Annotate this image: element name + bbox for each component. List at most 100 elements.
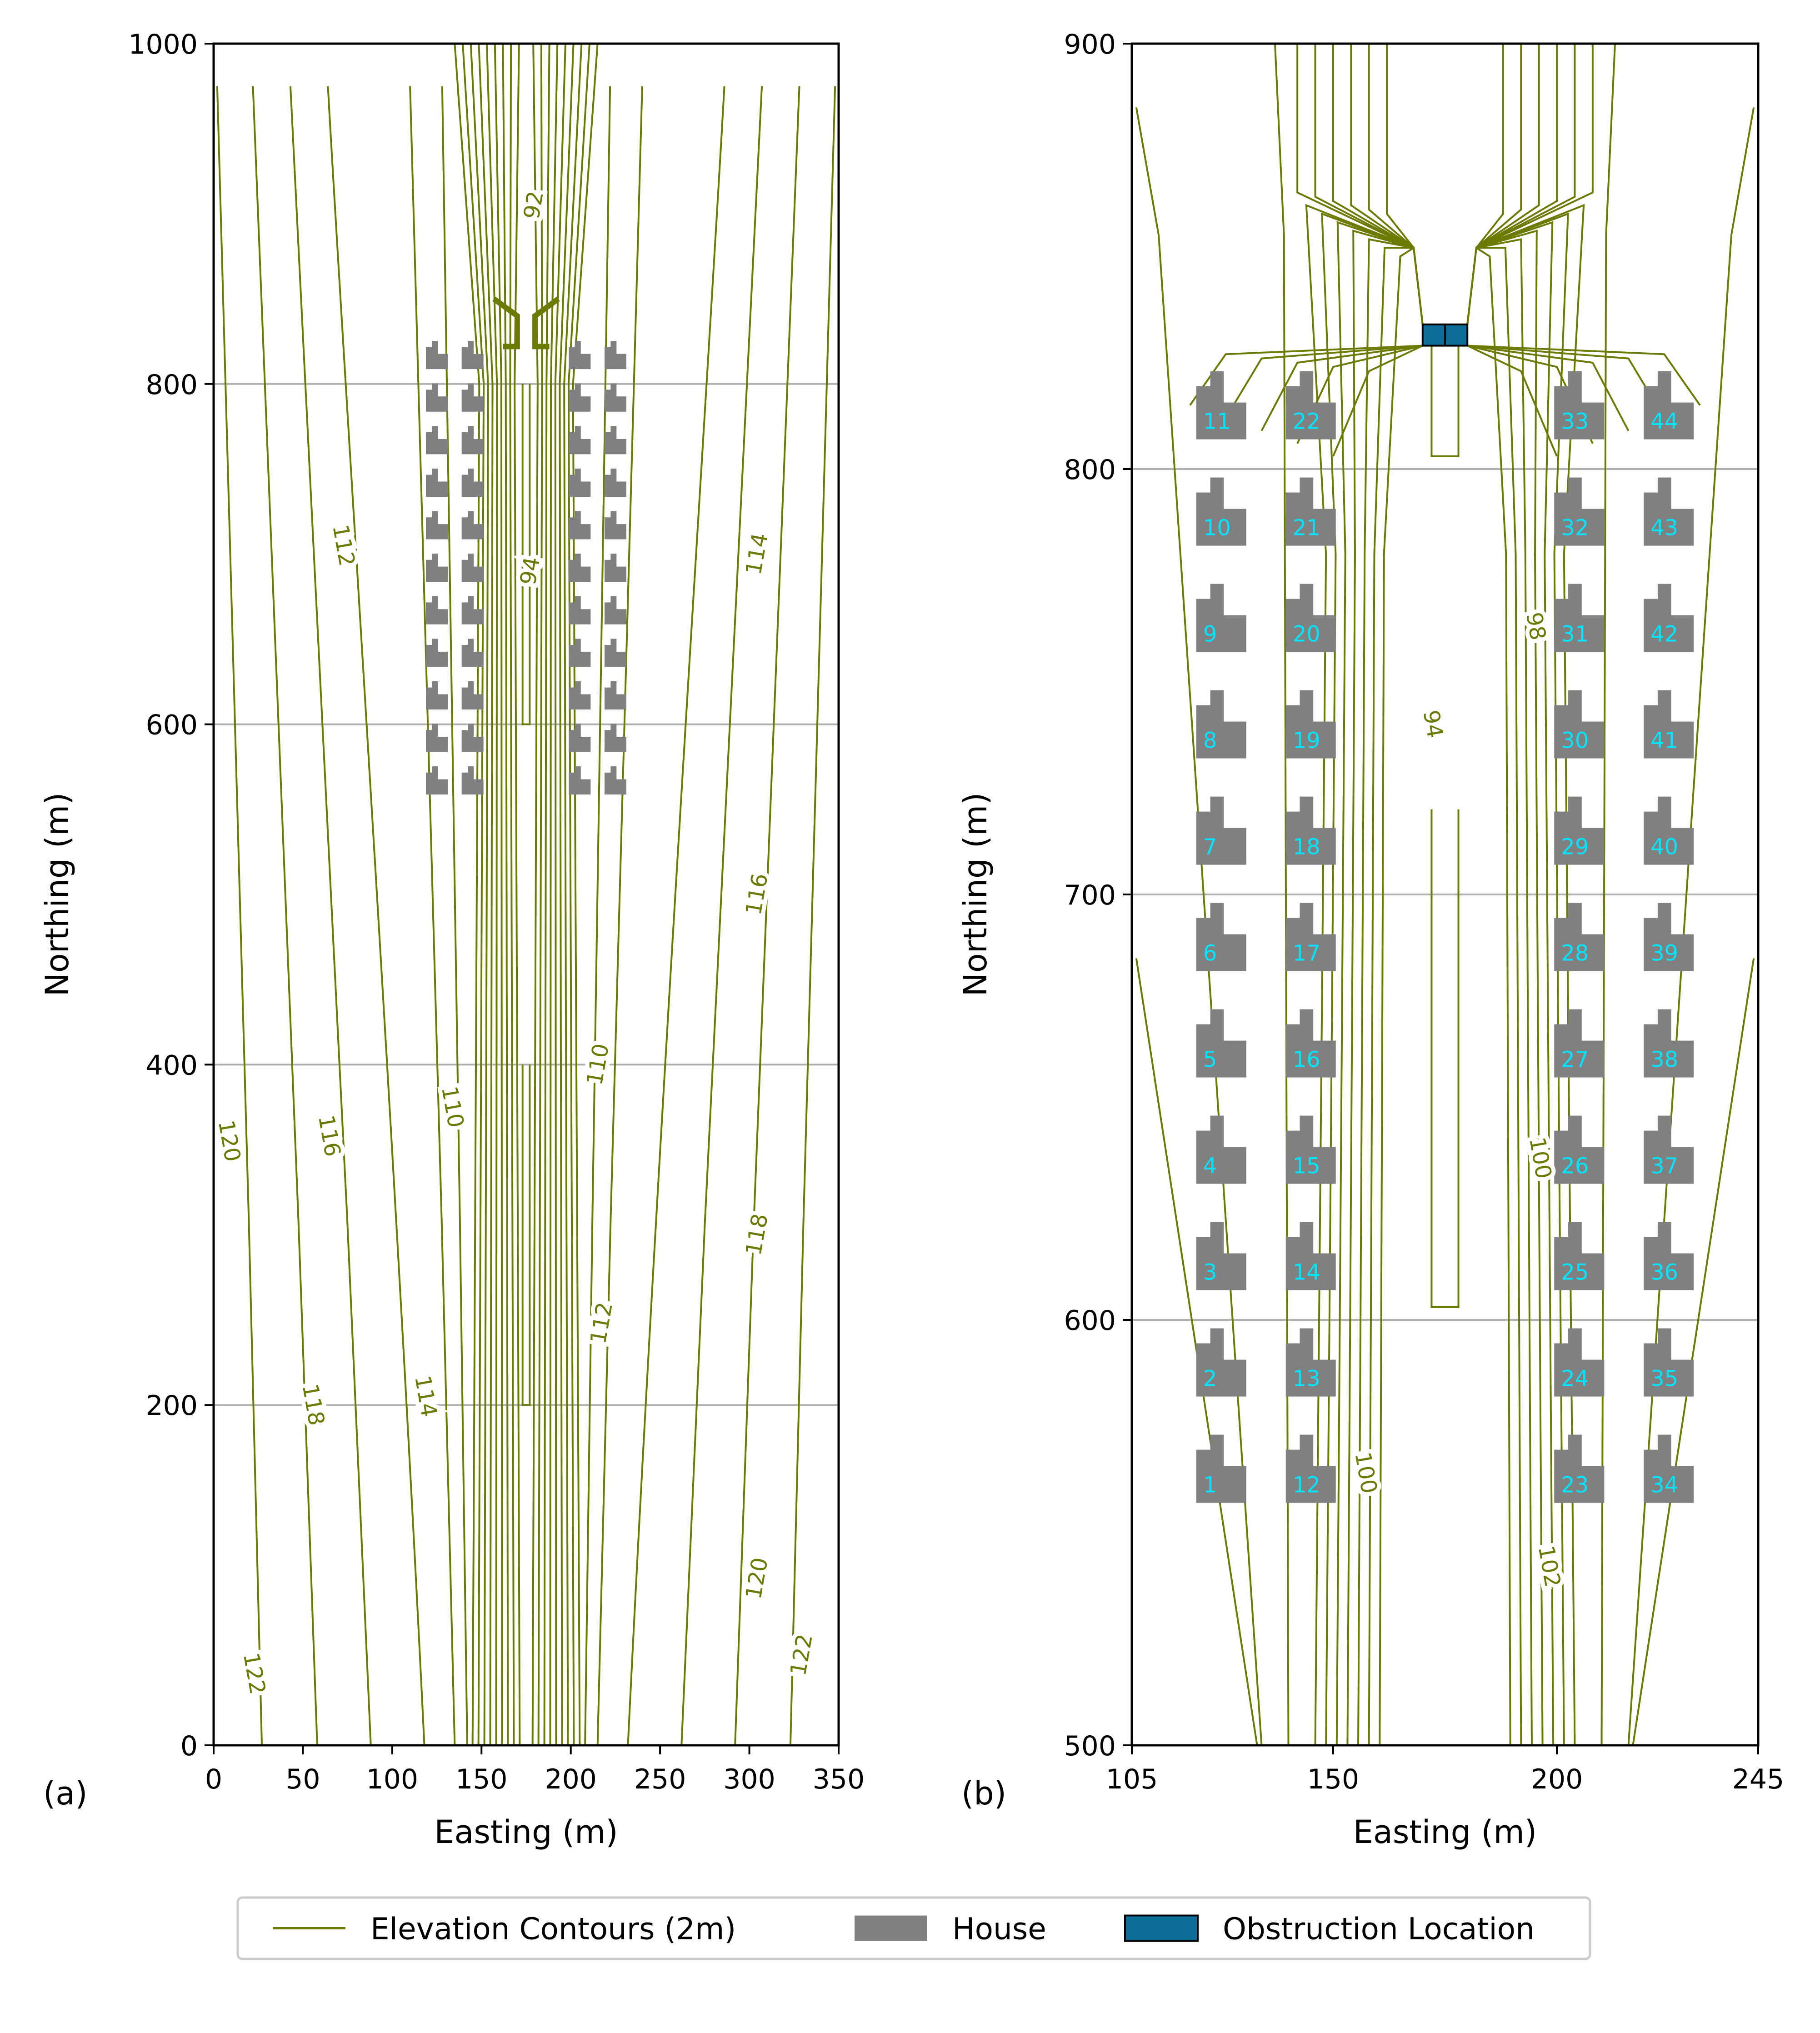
contour-line [289,86,372,1745]
y-tick-label: 200 [145,1390,198,1422]
house-marker [1644,1434,1694,1503]
contour-label: 116 [741,872,773,917]
house-label: 40 [1650,834,1678,860]
house-marker [1554,903,1605,971]
contour-line [1225,345,1423,419]
legend-swatch-obstruction [1124,1914,1199,1942]
contour-label: 118 [741,1212,773,1257]
house-label: 9 [1203,622,1217,647]
house-label: 32 [1561,515,1589,541]
house-label: 12 [1293,1473,1320,1498]
house-marker [1196,371,1246,440]
house-marker [1196,1222,1246,1290]
house-marker [1285,690,1336,759]
contour-line [327,86,425,1745]
plot-area: 1234567891011121314151617181920212223242… [1132,44,1758,1745]
x-tick-label: 100 [366,1763,419,1795]
contour-line [1357,238,1424,1745]
house-marker [1644,1115,1694,1184]
contour-line [734,86,800,1745]
contour-label: 98 [1521,610,1551,642]
y-tick-label: 900 [1064,29,1116,60]
house-marker [1554,1328,1605,1397]
house-label: 29 [1561,834,1589,860]
contour-line [549,44,559,1745]
house-marker [1285,371,1336,440]
contour-label: 102 [1533,1543,1565,1589]
house-marker [426,681,448,709]
house-marker [1196,477,1246,546]
contour-line [1466,247,1522,1745]
house-marker [604,468,626,497]
house-marker [1196,1434,1246,1503]
x-tick-label: 250 [634,1763,686,1795]
house-label: 35 [1650,1366,1678,1392]
y-axis-label: Northing (m) [957,792,994,996]
house-marker [426,426,448,455]
contour-line [1430,345,1460,457]
house-marker [426,596,448,624]
house-label: 30 [1561,728,1589,754]
house-marker [1554,584,1605,652]
house-marker [1285,1328,1336,1397]
house-marker [1644,584,1694,652]
contour-line [1476,44,1594,249]
house-marker [1285,1009,1336,1078]
contour-label: 120 [741,1556,773,1601]
house-marker [1644,477,1694,546]
x-tick-label: 150 [1307,1763,1360,1795]
contour-line [531,44,539,1745]
contour-line [514,44,521,1745]
house-label: 24 [1561,1366,1589,1392]
house-marker [461,468,484,497]
x-tick-label: 200 [545,1763,597,1795]
house-marker [1196,796,1246,865]
house-label: 36 [1650,1260,1678,1285]
house-marker [604,554,626,582]
contour-line [1475,44,1522,249]
house-marker [461,681,484,709]
x-tick-label: 350 [813,1763,865,1795]
contour-line [1632,958,1755,1745]
contour-line [470,44,489,1745]
contour-line [521,384,531,725]
house-marker [1285,1434,1336,1503]
y-tick-label: 600 [145,709,198,741]
y-tick-label: 500 [1064,1730,1116,1762]
house-label: 7 [1203,834,1217,860]
contour-line [1475,44,1540,249]
contour-line [1475,44,1558,249]
contour-label: 118 [297,1382,329,1428]
contour-label: 110 [582,1042,614,1087]
legend-swatch-house [855,1915,927,1941]
house-marker [461,639,484,667]
contour-label: 114 [741,531,773,577]
contour-line [1368,44,1415,249]
house-label: 39 [1650,941,1678,966]
house-label: 10 [1203,515,1231,541]
x-tick-label: 0 [205,1763,222,1795]
contour-line [1332,44,1415,249]
house-marker [569,511,591,539]
house-label: 38 [1650,1047,1678,1073]
contour-line [1467,345,1701,406]
house-marker [1196,1009,1246,1078]
house-marker [1554,796,1605,865]
y-tick-label: 400 [145,1049,198,1081]
house-marker [1554,477,1605,546]
house-label: 11 [1203,409,1231,435]
house-marker [1554,1222,1605,1290]
contour-line [521,1064,531,1406]
house-marker [426,468,448,497]
y-tick-label: 1000 [128,29,198,60]
house-marker [461,724,484,752]
house-marker [1554,1434,1605,1503]
house-marker [426,766,448,795]
house-marker [426,554,448,582]
contour-line [1386,44,1415,249]
house-label: 19 [1293,728,1320,754]
house-marker [1644,796,1694,865]
x-tick-label: 200 [1531,1763,1583,1795]
house-marker [1554,690,1605,759]
